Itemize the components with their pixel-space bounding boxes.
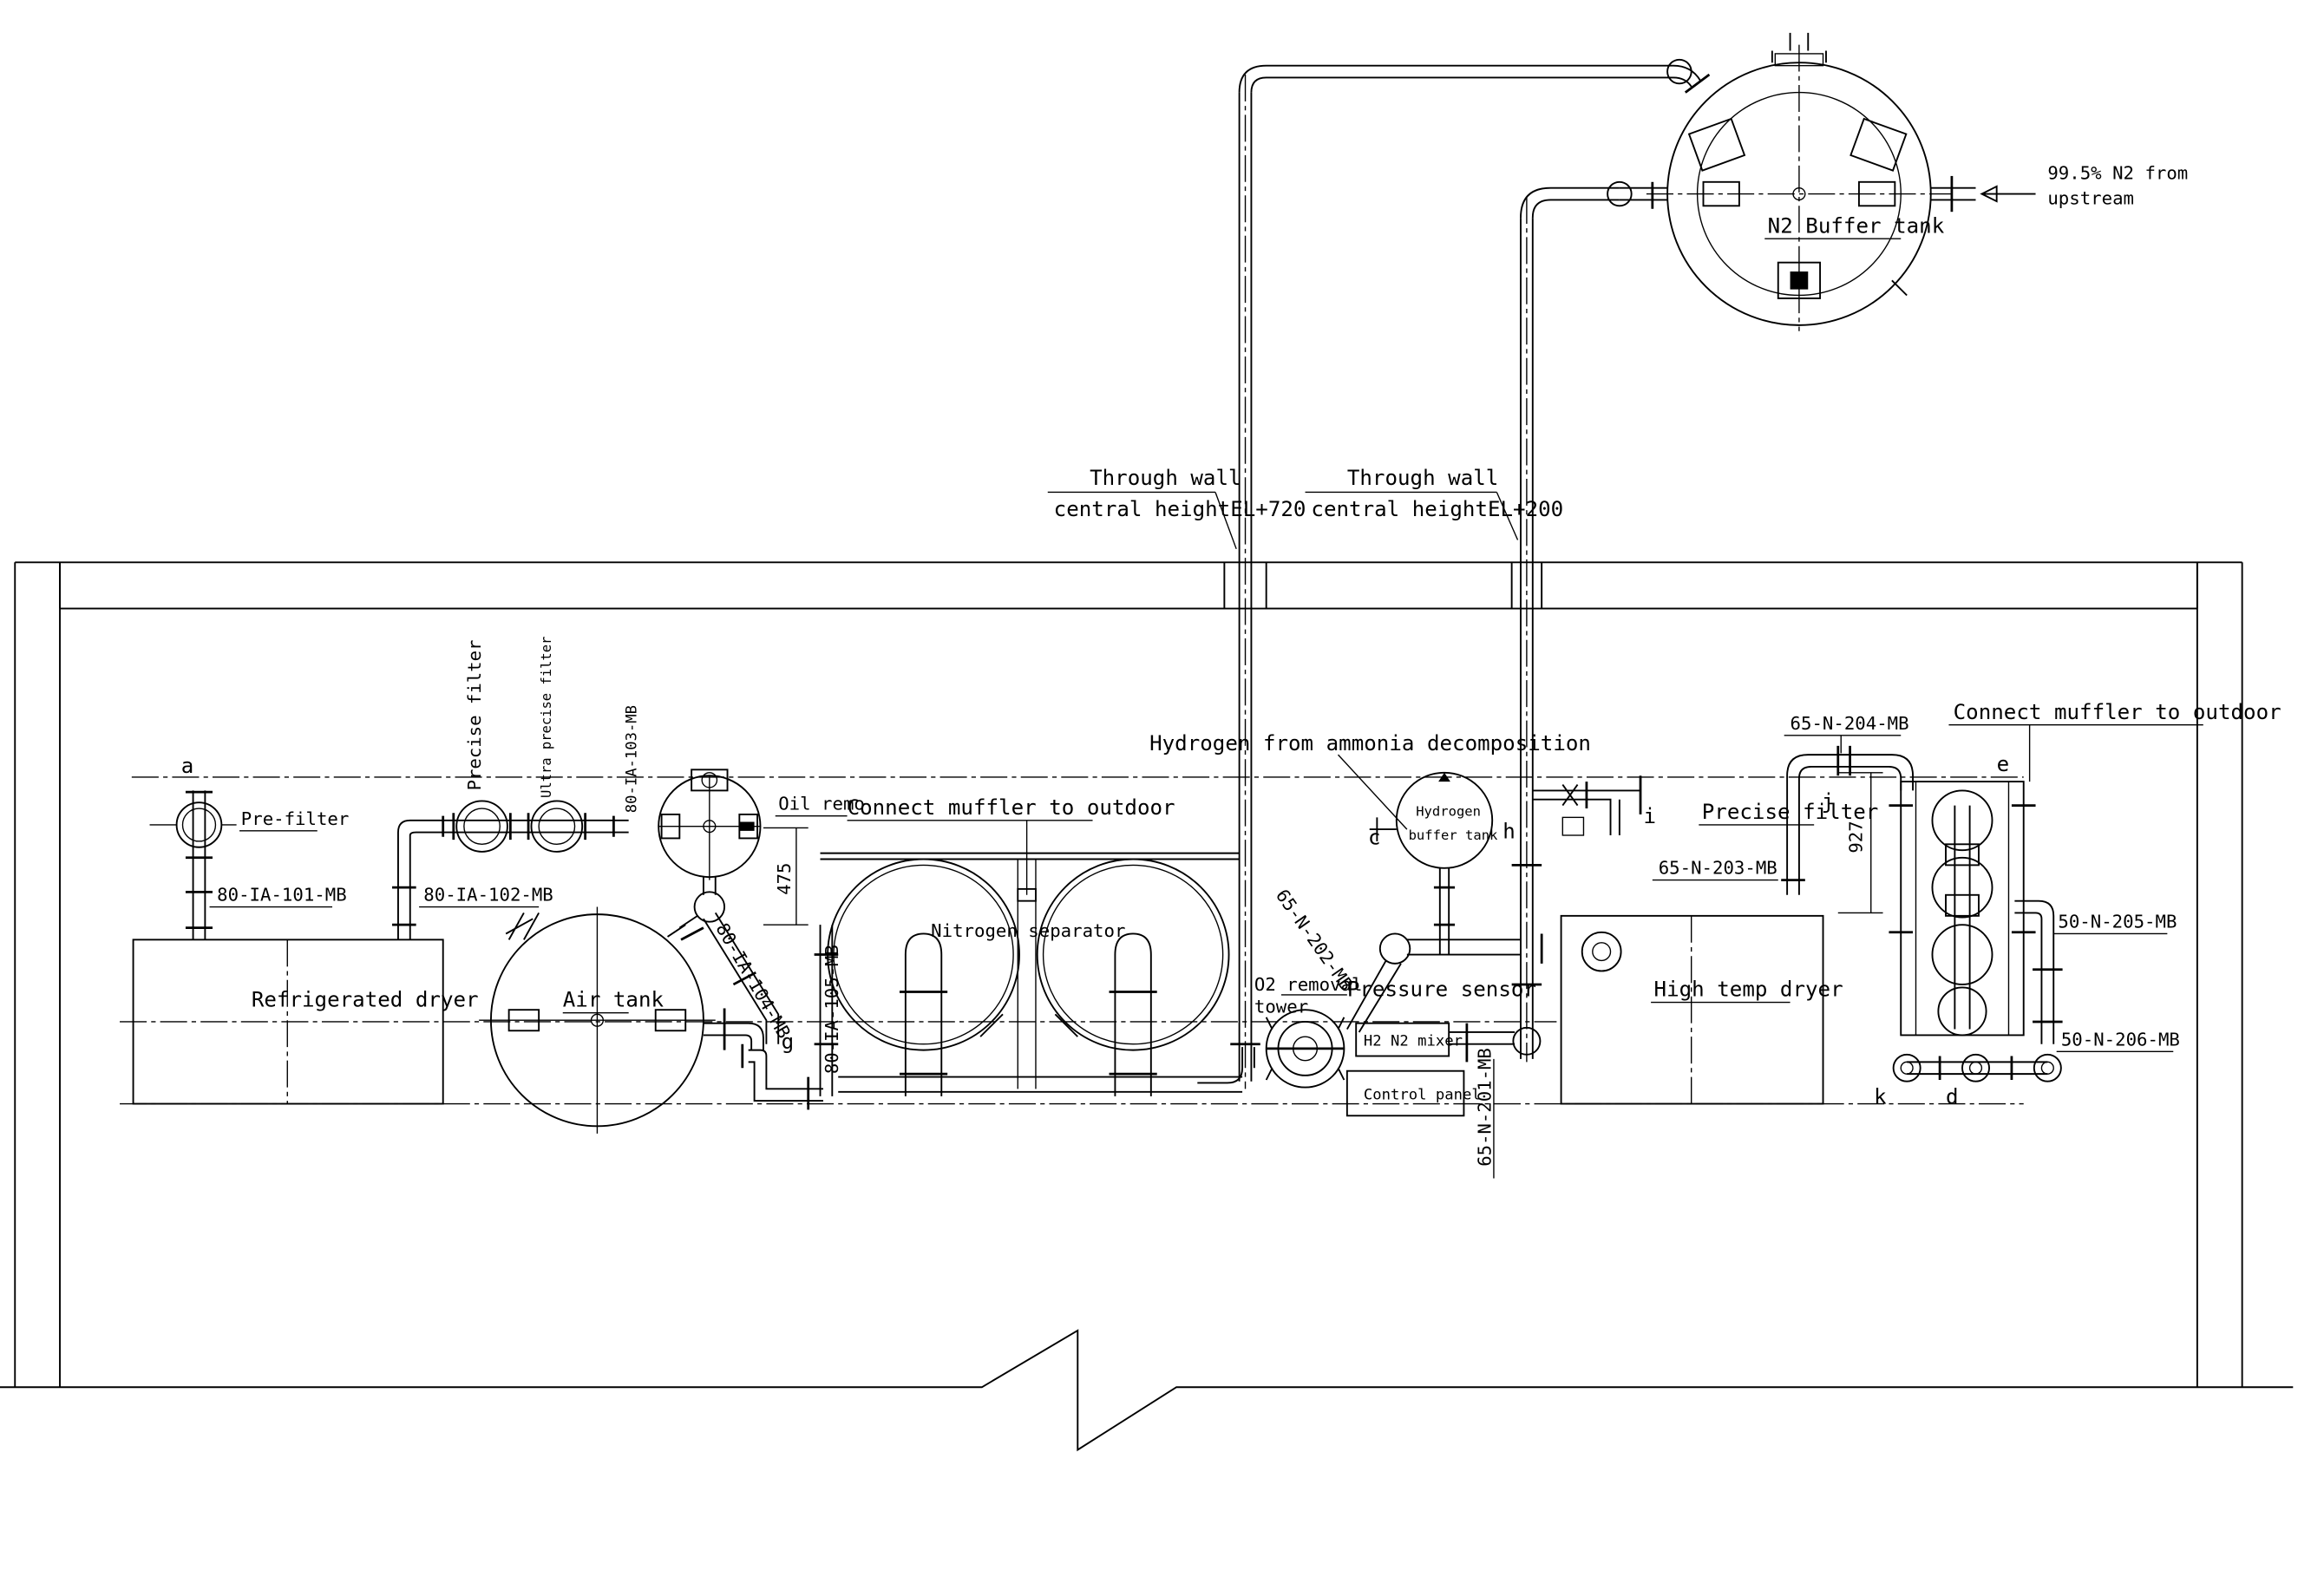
precise-filter-right-label: Precise filter — [1702, 800, 1879, 824]
pipe-80-IA-102 — [392, 815, 629, 940]
point-k: k — [1874, 1085, 1887, 1109]
wall-note-2-line2: central heightEL+200 — [1311, 497, 1563, 521]
refrigerated-dryer — [132, 939, 444, 1105]
pre-filter-label: Pre-filter — [241, 808, 350, 829]
precise-filter-left — [452, 800, 512, 853]
nitrogen-separator — [820, 852, 1243, 1096]
refrigerated-dryer-label: Refrigerated dryer — [252, 988, 479, 1012]
line-80-IA-101: 80-IA-101-MB — [217, 885, 346, 906]
line-80-IA-105: 80-IA-105-MB — [822, 945, 842, 1074]
line-80-IA-103: 80-IA-103-MB — [623, 705, 640, 813]
o2-removal-label-2: tower — [1254, 997, 1308, 1017]
point-a: a — [181, 754, 194, 778]
line-65-N-203: 65-N-203-MB — [1659, 858, 1777, 879]
ultra-precise-filter-label: Ultra precise filter — [539, 637, 554, 798]
point-j: j — [1822, 789, 1835, 814]
oil-removal-label: Oil remo — [778, 794, 865, 814]
dimension-475 — [763, 827, 809, 926]
purifier-towers — [1889, 781, 2063, 1044]
hydrogen-buffer-tank — [1369, 771, 1494, 955]
hydrogen-source-note: Hydrogen from ammonia decomposition — [1149, 731, 1591, 755]
control-panel-label: Control panel — [1364, 1086, 1481, 1103]
pipe-k-d — [1892, 1053, 2062, 1083]
pipe-65-N-204 — [1781, 745, 1914, 895]
oil-removal-filter — [658, 769, 762, 880]
point-g: g — [782, 1030, 795, 1054]
line-50-N-206: 50-N-206-MB — [2061, 1029, 2180, 1050]
control-panel — [1345, 1069, 1465, 1117]
o2-removal-tower — [1265, 1009, 1345, 1089]
pipe-65-N-202 — [1346, 932, 1543, 1033]
pressure-sensor-label: Pressure sensor — [1347, 978, 1536, 1002]
o2-removal-label-1: O2 removal — [1254, 974, 1363, 995]
precise-filter-left-label: Precise filter — [464, 640, 485, 791]
high-temp-dryer — [1560, 914, 1824, 1105]
pre-filter — [149, 790, 237, 940]
line-80-IA-102: 80-IA-102-MB — [423, 885, 553, 906]
riser-el-720 — [1197, 64, 1673, 1089]
muffler-note-right: Connect muffler to outdoor — [1954, 700, 2282, 724]
pipe-to-point-i — [1532, 775, 1642, 836]
line-65-N-204: 65-N-204-MB — [1791, 713, 1909, 734]
point-h: h — [1502, 819, 1516, 843]
n2-source-note-1: 99.5% N2 from — [2047, 162, 2188, 183]
n2-source-note-2: upstream — [2047, 188, 2134, 209]
dimension-475-label: 475 — [774, 863, 795, 895]
hydrogen-buffer-label-2: buffer tank — [1409, 827, 1498, 843]
line-50-N-205: 50-N-205-MB — [2058, 912, 2177, 932]
dimension-927 — [1837, 772, 1883, 914]
wall-note-2-line1: Through wall — [1347, 466, 1498, 490]
air-tank — [479, 906, 764, 1134]
wall-note-1-line1: Through wall — [1090, 466, 1241, 490]
muffler-note-left: Connect muffler to outdoor — [848, 795, 1175, 820]
nitrogen-separator-label: Nitrogen separator — [931, 920, 1125, 941]
h2-n2-mixer-label: H2 N2 mixer — [1364, 1032, 1463, 1050]
point-i: i — [1643, 804, 1656, 828]
hydrogen-buffer-label-1: Hydrogen — [1416, 804, 1481, 820]
pipe-80-IA-105 — [741, 925, 839, 1110]
riser-el-200 — [1511, 186, 1620, 1063]
high-temp-dryer-label: High temp dryer — [1654, 978, 1843, 1002]
air-tank-label: Air tank — [563, 988, 664, 1012]
h2-n2-mixer — [1355, 1022, 1542, 1063]
n2-buffer-tank — [1607, 32, 2036, 331]
n2-buffer-tank-label: N2 Buffer tank — [1768, 213, 1945, 238]
pipe-80-IA-104 — [680, 877, 780, 1044]
point-e: e — [1997, 752, 2010, 776]
ultra-precise-filter — [527, 800, 587, 853]
line-65-N-201: 65-N-201-MB — [1474, 1048, 1495, 1167]
wall-note-1-line2: central heightEL+720 — [1054, 497, 1306, 521]
dimension-927-label: 927 — [1845, 821, 1866, 853]
building-wall — [0, 561, 2294, 1452]
point-c: c — [1368, 825, 1381, 849]
point-d: d — [1946, 1085, 1959, 1109]
